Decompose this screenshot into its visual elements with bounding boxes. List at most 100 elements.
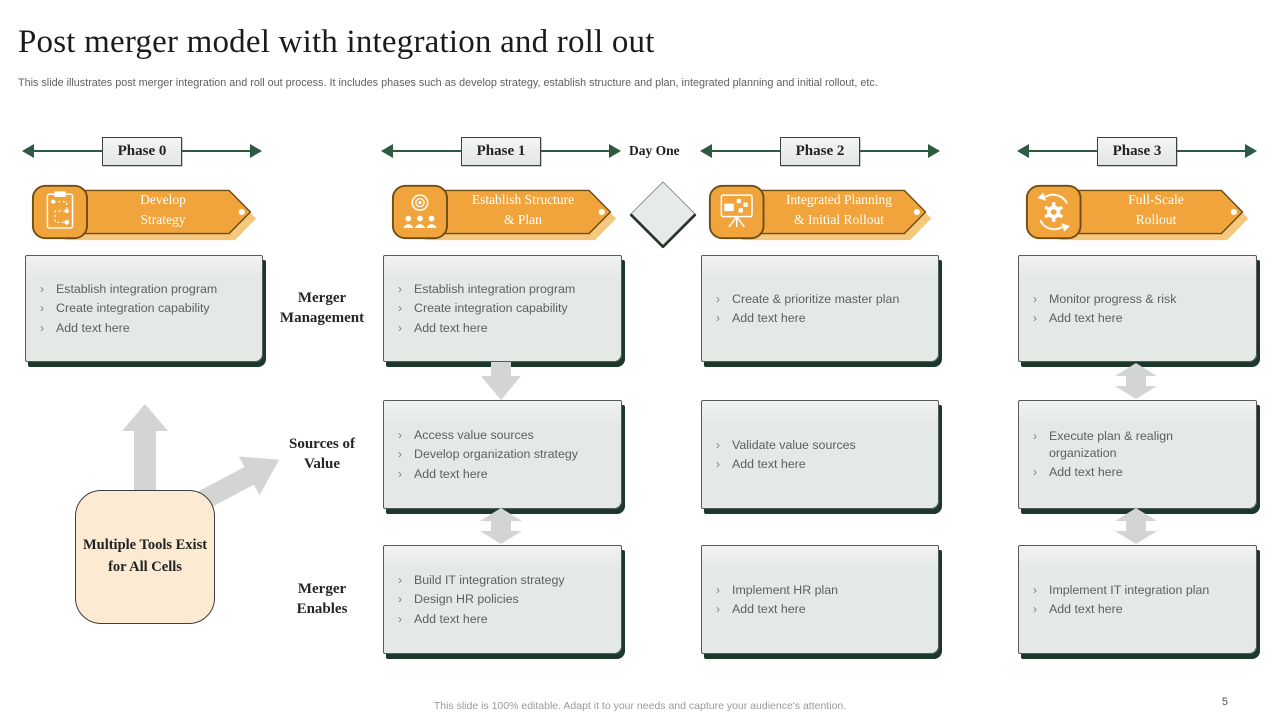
- bullet-text: Add text here: [732, 311, 806, 325]
- phase-2-box[interactable]: Phase 2: [779, 136, 861, 166]
- phase-header-3: Phase 3: [1017, 136, 1257, 166]
- bullet-glyph: ›: [1033, 582, 1037, 597]
- timeline-line: [34, 150, 102, 152]
- row-label-merger-management: Merger Management: [279, 290, 365, 327]
- right-arrowhead-icon: [928, 144, 940, 158]
- timeline-line: [1177, 150, 1245, 152]
- banner-ribbon-shape: [1025, 184, 1249, 241]
- bullet-glyph: ›: [40, 281, 44, 296]
- bullet-text: Execute plan & realign organization: [1049, 429, 1173, 460]
- callout-label: Multiple Tools Exist for All Cells: [82, 537, 208, 575]
- bullet-item: ›Add text here: [716, 310, 899, 326]
- bullet-item: ›Add text here: [1033, 601, 1209, 617]
- ribbon-integrated-planning-rollout[interactable]: Integrated Planning & Initial Rollout: [707, 183, 937, 241]
- cell-sources-of-value-phase1[interactable]: › Access value sources ›Develop organizat…: [383, 400, 622, 509]
- ribbon-label-line: Integrated Planning: [785, 191, 893, 207]
- bullet-text: Add text here: [732, 457, 806, 471]
- cell-merger-enables-phase3[interactable]: › Implement IT integration plan ›Add text…: [1018, 545, 1257, 654]
- day-one-diamond[interactable]: [629, 181, 697, 249]
- phase-3-box[interactable]: Phase 3: [1096, 136, 1178, 166]
- bullet-glyph: ›: [716, 291, 720, 306]
- bullet-glyph: ›: [398, 301, 402, 316]
- bullet-item: › Design HR policies: [398, 591, 565, 607]
- cell-merger-management-phase2[interactable]: ›Create & prioritize master plan ›Add te…: [701, 255, 939, 362]
- bullet-item: ›Establish integration program: [398, 281, 575, 297]
- left-arrowhead-icon: [700, 144, 712, 158]
- bullet-item: ›Add text here: [398, 611, 565, 627]
- banner-ribbon-shape: [31, 184, 257, 241]
- right-arrowhead-icon: [609, 144, 621, 158]
- ribbon-establish-structure-plan[interactable]: Establish Structure & Plan: [390, 183, 622, 241]
- up-block-arrow-icon: [122, 404, 168, 490]
- org-structure-target-icon: [403, 194, 437, 228]
- phase-header-2: Phase 2: [700, 136, 940, 166]
- right-arrowhead-icon: [250, 144, 262, 158]
- bullet-text: Add text here: [414, 320, 488, 335]
- bullet-text: Add text here: [1049, 602, 1123, 616]
- right-arrowhead-icon: [1245, 144, 1257, 158]
- bullet-item: ›Develop organization strategy: [398, 446, 578, 462]
- bullet-item: ›Add text here: [716, 601, 838, 617]
- bullet-glyph: ›: [398, 447, 402, 462]
- cell-merger-enables-phase1[interactable]: › Build IT integration strategy › Design H…: [383, 545, 622, 654]
- bullet-glyph: ›: [1033, 465, 1037, 480]
- timeline-line: [1029, 150, 1097, 152]
- phase-0-box[interactable]: Phase 0: [101, 136, 183, 166]
- left-arrowhead-icon: [1017, 144, 1029, 158]
- bullet-text: Validate value sources: [732, 437, 856, 452]
- bullet-item: › Access value sources: [398, 427, 578, 443]
- cell-sources-of-value-phase2[interactable]: ›Validate value sources ›Add text here: [701, 400, 939, 509]
- double-vertical-arrow-icon: [1115, 363, 1157, 399]
- bullet-glyph: ›: [1033, 311, 1037, 325]
- slide-footer: This slide is 100% editable. Adapt it to…: [433, 700, 847, 712]
- bullet-item: › Add text here: [398, 320, 575, 336]
- ribbon-label-line: Develop: [140, 191, 186, 207]
- page-number: 5: [1221, 696, 1228, 708]
- phase-header-1: Phase 1: [381, 136, 621, 166]
- bullet-item: ›Add text here: [1033, 310, 1176, 326]
- banner-ribbon-shape: [391, 184, 617, 241]
- cell-merger-management-phase1[interactable]: ›Establish integration program ›Create i…: [383, 255, 622, 362]
- bullet-text: Design HR policies: [414, 592, 519, 607]
- ribbon-label-line: Establish Structure: [471, 191, 575, 207]
- bullet-item: ›Establish integration program: [40, 281, 217, 297]
- bullet-glyph: ›: [398, 427, 402, 442]
- bullet-glyph: ›: [40, 301, 44, 316]
- ribbon-label-line: Full-Scale: [1128, 191, 1184, 207]
- bullet-item: ›Create & prioritize master plan: [716, 291, 899, 307]
- bullet-glyph: ›: [398, 466, 402, 481]
- bullet-text: Create integration capability: [414, 301, 568, 316]
- bullet-item: › Implement IT integration plan: [1033, 582, 1209, 598]
- bullet-item: ›Add text here: [716, 456, 856, 472]
- timeline-line: [393, 150, 461, 152]
- bullet-item: › Create integration capability: [398, 300, 575, 316]
- bullet-text: Build IT integration strategy: [414, 572, 565, 587]
- cell-merger-management-phase3[interactable]: ›Monitor progress & risk ›Add text here: [1018, 255, 1257, 362]
- bullet-glyph: ›: [1033, 429, 1037, 444]
- bullet-text: Add text here: [414, 466, 488, 481]
- row-label-merger-enables: Merger Enables: [296, 581, 348, 618]
- left-arrowhead-icon: [381, 144, 393, 158]
- cell-merger-enables-phase2[interactable]: › Implement HR plan ›Add text here: [701, 545, 939, 654]
- bullet-item: ›Validate value sources: [716, 437, 856, 453]
- callout-multiple-tools[interactable]: Multiple Tools Exist for All Cells: [75, 490, 215, 624]
- bullet-glyph: ›: [398, 592, 402, 607]
- ribbon-label-line: & Plan: [504, 212, 542, 227]
- phase-1-box[interactable]: Phase 1: [460, 136, 542, 166]
- bullet-text: Access value sources: [414, 427, 534, 442]
- bullet-text: Implement HR plan: [732, 582, 839, 597]
- timeline-line: [541, 150, 609, 152]
- bullet-item: › Execute plan & realign organization: [1033, 428, 1181, 461]
- bullet-text: Implement IT integration plan: [1049, 582, 1210, 597]
- bullet-item: ›Add text here: [40, 320, 217, 336]
- day-one-label: Day One: [629, 143, 680, 158]
- bullet-glyph: ›: [1033, 291, 1037, 306]
- cell-merger-management-phase0[interactable]: ›Establish integration program ›Create i…: [25, 255, 263, 362]
- bullet-text: Establish integration program: [414, 281, 576, 296]
- bullet-glyph: ›: [398, 320, 402, 335]
- bullet-glyph: ›: [716, 582, 720, 597]
- cell-sources-of-value-phase3[interactable]: ›Execute plan & realign organization ›Ad…: [1018, 400, 1257, 509]
- ribbon-develop-strategy[interactable]: Develop Strategy: [30, 183, 262, 241]
- ribbon-full-scale-rollout[interactable]: Full-Scale Rollout: [1024, 183, 1254, 241]
